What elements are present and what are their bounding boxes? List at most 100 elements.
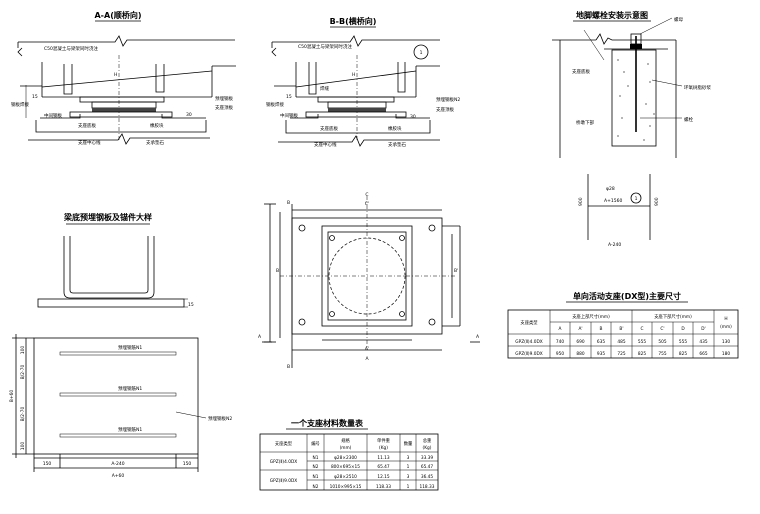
dim-table-type-cell: GPZ(Ⅱ)9.0DX [515, 351, 542, 357]
aa-dim-gap: 15 [32, 94, 38, 100]
aa-concrete-label: C50混凝土与梁架同时浇注 [44, 45, 98, 52]
material-qty-cell: 1 [407, 484, 410, 490]
material-total-cell: 65.47 [421, 464, 434, 470]
plate-dim-bottom-0: 150 [43, 461, 52, 467]
material-unit-cell: 11.13 [377, 455, 390, 461]
aa-embedded-label: 预埋钢板 [215, 95, 233, 102]
plate-dim-bottom-2: 150 [183, 461, 192, 467]
material-unit-cell: 65.47 [377, 464, 390, 470]
dim-table-subcol: D' [701, 326, 706, 332]
material-id-cell: N2 [313, 464, 319, 470]
dim-table-cell: 555 [679, 339, 687, 345]
aa-weld-label: 钢板焊接 [11, 101, 29, 108]
plate-dim-left-2: B+60 [9, 390, 15, 403]
dim-table-subcol: C [640, 326, 643, 332]
bb-mid-plate-label: 中间钢板 [280, 112, 298, 119]
material-table-title: 一个支座材料数量表 [291, 418, 364, 428]
dim-table-h-height-unit: (mm) [720, 324, 732, 330]
bb-base-plate-label: 支座底板 [320, 125, 338, 132]
bearing-label-c: C [365, 192, 368, 198]
dim-table-cell: 435 [699, 339, 707, 345]
material-qty-cell: 3 [407, 474, 410, 480]
dim-table-cell: 825 [638, 351, 646, 357]
dim-table-subcol: B [600, 326, 603, 332]
bolt-hole-len: A+1560 [604, 198, 622, 204]
aa-mid-plate-label: 中间钢板 [44, 112, 62, 119]
dim-table-cell: 635 [597, 339, 605, 345]
embedded-plate-detail: 梁底预埋钢板及锚件大样 15 [37, 212, 194, 308]
dim-table-h-height: H [724, 316, 727, 322]
section-bb-title: B-B(横桥向) [330, 16, 377, 26]
material-total-cell: 33.39 [421, 455, 434, 461]
anchor-nut-label: 螺母 [674, 16, 683, 23]
bolt-hole-bottom: A-240 [608, 242, 621, 248]
anchor-bolt-label: 螺栓 [684, 116, 693, 123]
section-aa: A-A(顺桥向) C50混凝土与梁架同时浇注 钢板焊接 中间钢板 支座底板 支座… [11, 10, 236, 146]
material-header-unit: (mm) [340, 445, 352, 451]
material-id-cell: N2 [313, 484, 319, 490]
bolt-hole-marker: 1 [635, 196, 638, 202]
dim-table-cell: 755 [658, 351, 666, 357]
bearing-label-a-right: A [476, 334, 480, 340]
dim-table-cell: 180 [722, 351, 730, 357]
dim-table-cell: 485 [617, 339, 625, 345]
dim-table-subcol: B' [619, 326, 623, 332]
bolt-hole-dim-right: 900 [654, 197, 660, 206]
material-type-cell: GPZ(Ⅱ)9.0DX [270, 478, 297, 484]
aa-base-plate-label: 支座底板 [78, 122, 96, 129]
bb-dim-30: 30 [410, 114, 416, 120]
bearing-label-a-left: A [258, 334, 262, 340]
dimension-table-title: 单向活动支座(DX型)主要尺寸 [573, 291, 681, 301]
material-header: 编号 [311, 440, 320, 447]
dim-table-subcol: C' [660, 326, 664, 332]
dim-table-cell: 740 [556, 339, 564, 345]
anchor-title: 地脚螺栓安装示意图 [576, 10, 648, 20]
dim-table-cell: 725 [617, 351, 625, 357]
section-bb: B-B(横桥向) 1 C50混凝土与梁架同时浇注 焊缝 钢板焊接 中间钢板 支座… [266, 16, 460, 148]
material-header: 总重 [423, 437, 432, 444]
bb-weld-top-label: 焊缝 [320, 85, 329, 92]
aa-dim-h: H [114, 72, 117, 78]
dim-table-type-cell: GPZ(Ⅱ)4.0DX [515, 339, 542, 345]
plate-dim-left-0: 100 [20, 346, 26, 355]
dim-table-subcol: D [681, 326, 685, 332]
material-header: 支座类型 [275, 440, 293, 447]
bearing-label-cp: C' [365, 201, 369, 207]
bearing-label-b-bottom: B [287, 364, 290, 370]
aa-rubber-label: 橡胶块 [150, 122, 164, 129]
section-aa-title: A-A(顺桥向) [94, 10, 141, 20]
material-header-unit: (Kg) [423, 445, 432, 451]
material-unit-cell: 118.33 [376, 484, 391, 490]
plate-dim-left-1: B/2-70 [20, 364, 26, 379]
plate-dim-left-4: 100 [20, 442, 26, 451]
bb-pedestal-label: 支承垫石 [388, 141, 406, 148]
plate-rebar-1: 预埋钢筋N1 [118, 344, 142, 351]
material-id-cell: N1 [313, 474, 319, 480]
detail-dim-t: 15 [188, 302, 194, 308]
dim-table-cell: 505 [658, 339, 666, 345]
material-total-cell: 118.33 [419, 484, 434, 490]
bb-dim-h: H [352, 72, 355, 78]
bearing-label-b-left: B [276, 268, 279, 274]
aa-pedestal-label: 支承垫石 [146, 139, 164, 146]
dim-table-subcol: A [559, 326, 562, 332]
bb-concrete-label: C50混凝土与梁架同时浇注 [298, 43, 352, 50]
bearing-label-bp: B' [454, 268, 458, 274]
anchor-mortar-label: 环氧树脂砂浆 [684, 84, 711, 91]
dim-table-cell: 935 [597, 351, 605, 357]
dim-table-subcol: A' [578, 326, 582, 332]
anchor-bottom-label: 支座底板 [572, 68, 590, 75]
dim-table-h-upper: 支座上部尺寸(mm) [572, 313, 610, 320]
material-qty-cell: 3 [407, 455, 410, 461]
anchor-pier-label: 桥墩下部 [576, 119, 594, 126]
dimension-table: 单向活动支座(DX型)主要尺寸 支座类型 支座上部尺寸(mm) 支座下部尺寸(m… [507, 291, 739, 359]
material-spec-cell: φ28×2300 [334, 455, 357, 461]
aa-centerline-label: 支座中心线 [78, 139, 101, 146]
bb-centerline-label: 支座中心线 [314, 141, 337, 148]
material-header-unit: (Kg) [379, 445, 388, 451]
aa-dim-30: 30 [186, 112, 192, 118]
dim-table-cell: 130 [722, 339, 730, 345]
bolt-hole-rebar: φ28 [606, 186, 615, 192]
bb-weld-label: 钢板焊接 [266, 101, 284, 108]
